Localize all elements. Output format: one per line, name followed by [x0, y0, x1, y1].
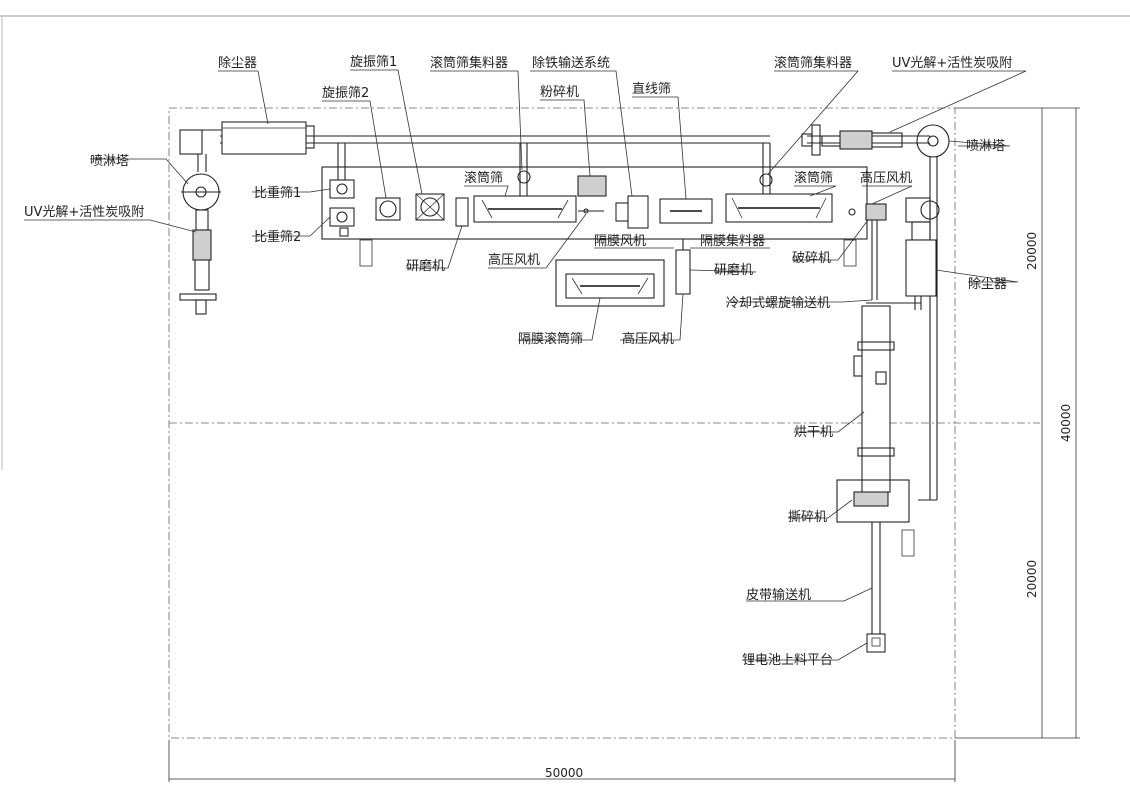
dim-height-total: 40000	[1059, 404, 1073, 442]
leader-lines	[24, 69, 1027, 661]
left-air-treatment	[179, 129, 222, 315]
label-dryer: 烘干机	[794, 425, 833, 440]
dim-height-lower: 20000	[1025, 560, 1039, 598]
top-duct	[220, 135, 930, 144]
membrane-platform	[555, 259, 665, 307]
shredder-unit	[836, 479, 910, 523]
label-uv-carbon-right: UV光解+活性炭吸附	[892, 56, 1012, 71]
gravity-screens	[329, 143, 355, 237]
label-hp-fan-mid: 高压风机	[488, 252, 540, 268]
label-battery-platform: 锂电池上料平台	[742, 653, 833, 668]
label-linear-screen: 直线筛	[632, 82, 671, 97]
label-shredder: 撕碎机	[788, 510, 827, 525]
main-platform	[321, 166, 868, 240]
label-membrane-drum-screen: 隔膜滚筒筛	[518, 331, 583, 347]
label-uv-carbon-left: UV光解+活性炭吸附	[24, 205, 144, 220]
label-drum-screen-1: 滚筒筛	[464, 170, 503, 186]
label-drum-screen-2: 滚筒筛	[794, 170, 833, 186]
label-spray-tower-left: 喷淋塔	[90, 154, 129, 169]
right-air-treatment	[801, 124, 950, 501]
label-hp-fan-right: 高压风机	[860, 170, 912, 186]
label-grinder-2: 研磨机	[714, 263, 753, 278]
label-spray-tower-right: 喷淋塔	[966, 139, 1005, 154]
label-cooling-screw: 冷却式螺旋输送机	[726, 295, 830, 311]
label-hp-fan-bottom: 高压风机	[622, 331, 674, 347]
label-belt-conveyor: 皮带输送机	[746, 587, 811, 603]
equipment-labels: 除尘器 旋振筛1 滚筒筛集料器 除铁输送系统 滚筒筛集料器 UV光解+活性炭吸附…	[24, 55, 1012, 668]
stairs	[359, 239, 915, 557]
rotary-screens	[375, 193, 445, 221]
label-rotary-screen-1: 旋振筛1	[350, 55, 397, 70]
grinder-1-unit	[455, 197, 469, 227]
membrane-drum-unit	[565, 239, 691, 299]
label-dust-collector-top: 除尘器	[218, 56, 257, 71]
drum-screen-2-unit	[725, 143, 833, 223]
label-gravity-screen-1: 比重筛1	[254, 185, 301, 201]
label-dust-collector-right: 除尘器	[968, 277, 1007, 292]
label-crusher: 破碎机	[792, 251, 831, 266]
drum-screen-1-unit	[473, 143, 577, 223]
site-boundary	[168, 107, 1040, 739]
belt-conveyor-unit	[866, 522, 886, 653]
dimension-lines	[168, 107, 1080, 782]
dryer-unit	[853, 305, 895, 493]
label-pulverizer: 粉碎机	[540, 85, 579, 100]
label-gravity-screen-2: 比重筛2	[254, 229, 301, 245]
label-rotary-screen-2: 旋振筛2	[322, 86, 369, 101]
label-iron-removal: 除铁输送系统	[532, 55, 610, 71]
label-drum-collector-2: 滚筒筛集料器	[774, 55, 852, 71]
linear-screen-unit	[659, 198, 713, 224]
dust-collector-top	[221, 121, 315, 155]
iron-removal-unit	[615, 195, 649, 229]
label-membrane-fan: 隔膜风机	[594, 234, 646, 249]
crusher-unit	[848, 203, 887, 300]
dim-width-total: 50000	[545, 766, 583, 780]
label-grinder-1: 研磨机	[406, 259, 445, 274]
dim-height-upper: 20000	[1025, 232, 1039, 270]
pulverizer-unit	[577, 175, 607, 214]
label-drum-collector-1: 滚筒筛集料器	[430, 55, 508, 71]
label-membrane-collector: 隔膜集料器	[700, 233, 765, 249]
